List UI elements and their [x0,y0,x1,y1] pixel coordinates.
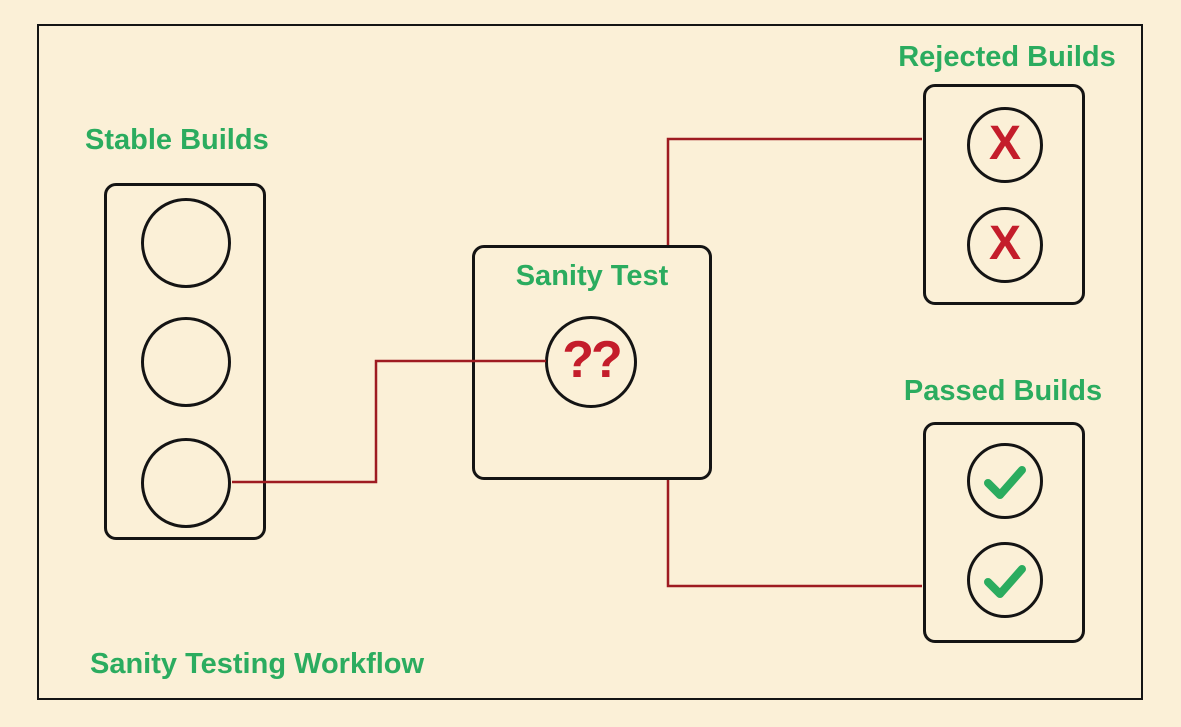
stable-builds-label: Stable Builds [85,124,269,156]
build-slot-circle [141,438,231,528]
diagram-title: Sanity Testing Workflow [90,648,425,680]
passed-builds-box [923,422,1085,643]
question-marks-icon: ?? [562,331,623,389]
rejected-builds-label: Rejected Builds [898,41,1116,73]
rejected-build-circle: X [967,107,1043,183]
sanity-status-circle: ?? [545,316,637,408]
passed-build-circle [967,542,1043,618]
x-mark-icon: X [988,217,1021,270]
checkmark-icon [984,565,1026,598]
build-slot-circle [141,198,231,288]
sanity-test-label: Sanity Test [515,260,669,292]
checkmark-icon [984,466,1026,499]
passed-builds-label: Passed Builds [903,375,1103,407]
build-slot-circle [141,317,231,407]
passed-build-circle [967,443,1043,519]
x-mark-icon: X [988,117,1021,170]
rejected-build-circle: X [967,207,1043,283]
outer-frame [37,24,1143,700]
rejected-builds-box [923,84,1085,305]
